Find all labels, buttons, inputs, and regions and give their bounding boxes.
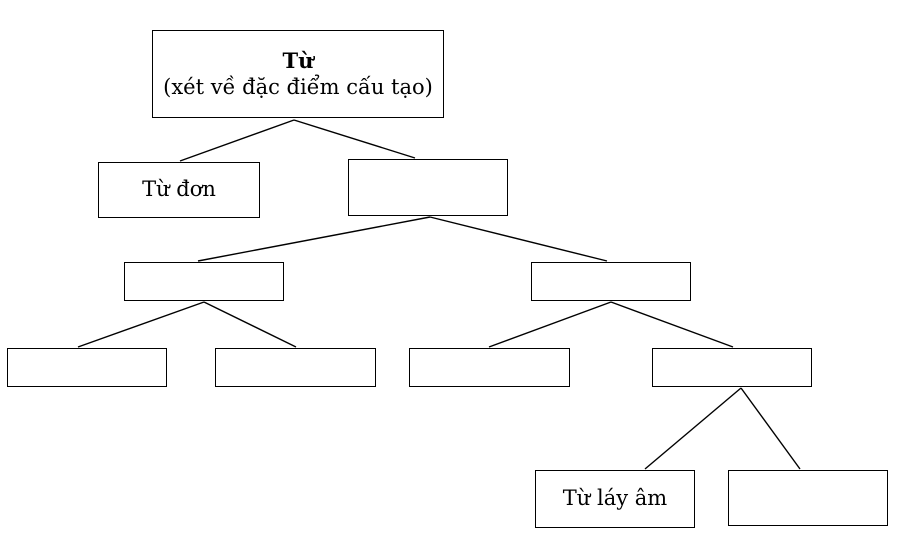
node-level3-3-blank <box>409 348 570 387</box>
node-tu-don: Từ đơn <box>98 162 260 218</box>
connector-l3-4-to-l4-right <box>740 387 801 470</box>
root-node: Từ (xét về đặc điểm cấu tạo) <box>152 30 444 118</box>
node-level2-left-blank <box>124 262 284 301</box>
node-level3-4-blank <box>652 348 812 387</box>
connector-l3-4-to-tu-lay-am <box>644 387 742 470</box>
node-level3-1-blank <box>7 348 167 387</box>
root-subtitle: (xét về đặc điểm cấu tạo) <box>163 75 433 99</box>
node-level3-2-blank <box>215 348 376 387</box>
connector-l2-right-to-l3-3 <box>488 301 612 348</box>
connector-l2-left-to-l3-1 <box>77 301 205 348</box>
node-tu-lay-am: Từ láy âm <box>535 470 695 528</box>
connector-root-to-tu-phuc <box>293 119 416 159</box>
node-level4-right-blank <box>728 470 888 526</box>
connector-l2-right-to-l3-4 <box>610 301 734 348</box>
node-level2-right-blank <box>531 262 691 301</box>
connector-root-to-tu-don <box>179 119 295 162</box>
connector-tu-phuc-to-l2-left <box>197 216 431 262</box>
node-level1-right-blank <box>348 159 508 216</box>
root-title: Từ <box>282 47 314 73</box>
node-tu-don-label: Từ đơn <box>142 177 216 202</box>
node-tu-lay-am-label: Từ láy âm <box>562 486 668 511</box>
connector-l2-left-to-l3-2 <box>203 301 297 348</box>
connector-tu-phuc-to-l2-right <box>429 216 608 262</box>
